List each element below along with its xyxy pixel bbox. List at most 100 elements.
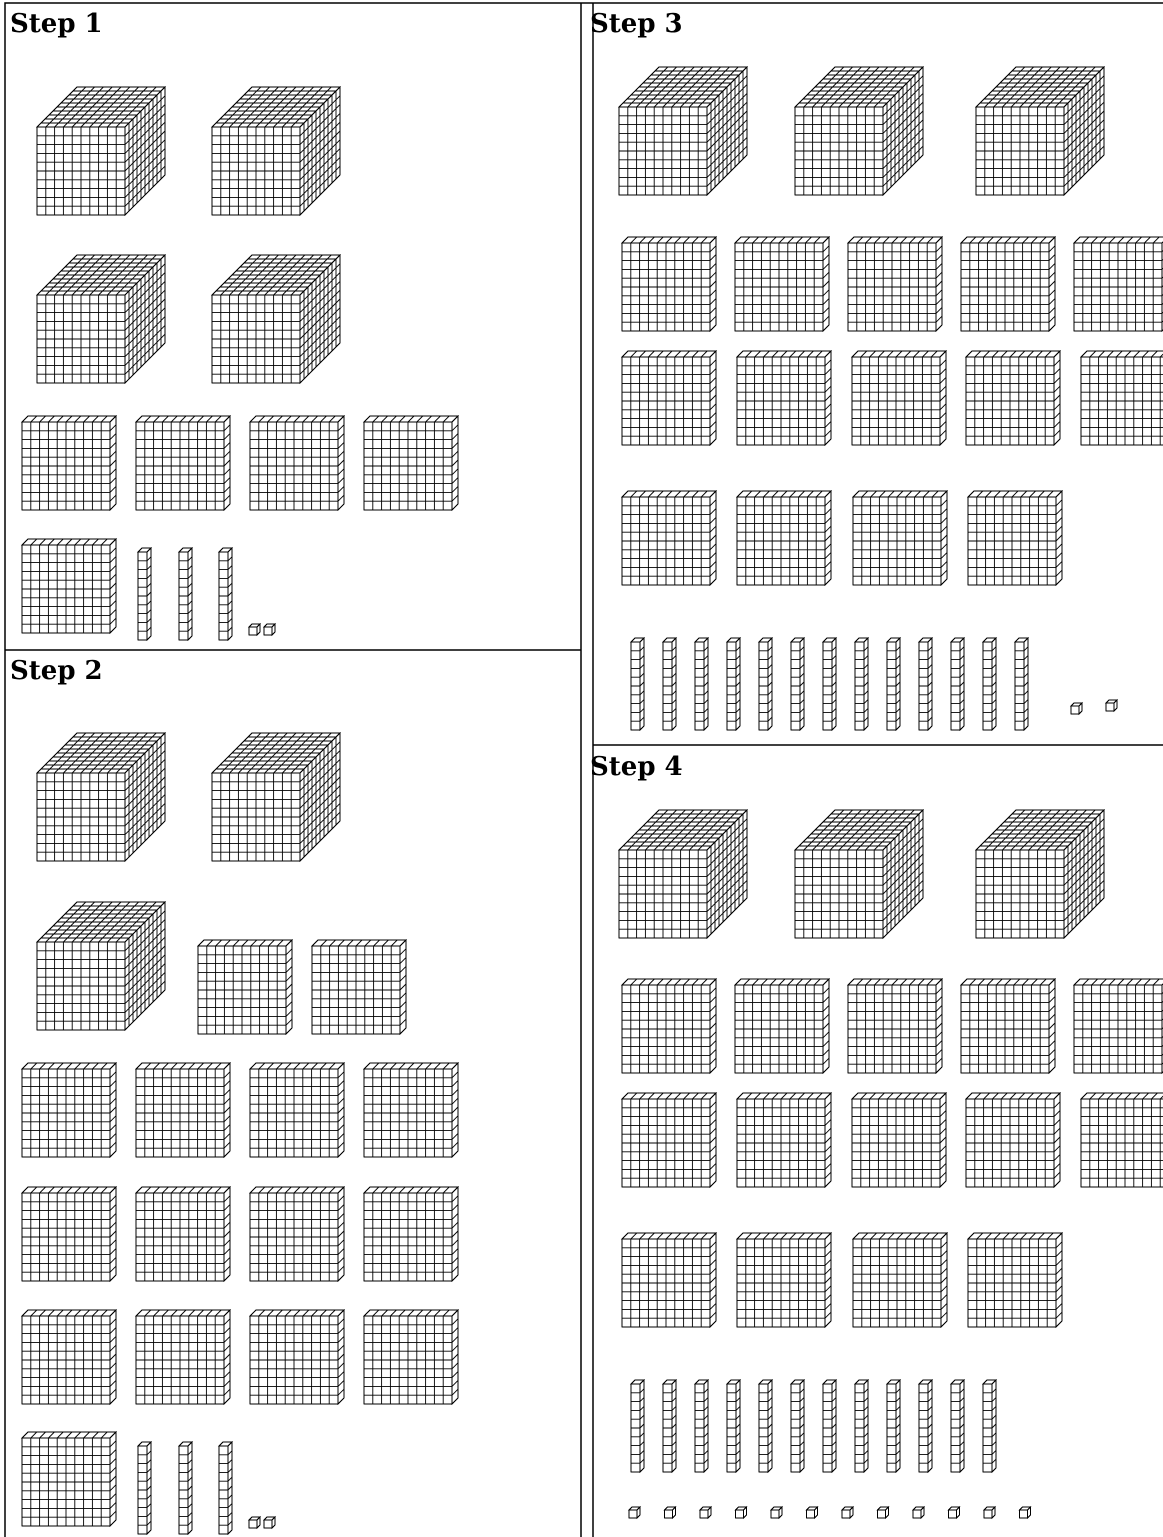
hundred-flat [136,1187,230,1281]
one-unit [736,1507,747,1518]
hundred-flat [22,1187,116,1281]
thousand-cube [37,255,165,383]
one-unit [949,1507,960,1518]
hundred-flat [735,237,829,331]
thousand-cube [37,902,165,1030]
one-unit [913,1507,924,1518]
hundred-flat [136,1063,230,1157]
ten-rod [219,548,232,640]
hundred-flat [22,1432,116,1526]
hundred-flat [364,416,458,510]
ten-rod [695,1380,708,1472]
thousand-cube [212,733,340,861]
ten-rod [951,1380,964,1472]
ten-rod [695,638,708,730]
ten-rod [663,1380,676,1472]
thousand-cube [212,255,340,383]
hundred-flat [961,979,1055,1073]
hundred-flat [22,539,116,633]
hundred-flat [737,1233,831,1327]
ten-rod [855,638,868,730]
hundred-flat [852,351,946,445]
ten-rod [631,638,644,730]
hundred-flat [136,1310,230,1404]
one-unit [1020,1507,1031,1518]
one-unit [1106,700,1117,711]
ten-rod [951,638,964,730]
hundred-flat [364,1310,458,1404]
hundred-flat [622,351,716,445]
one-unit [264,624,275,635]
ten-rod [138,548,151,640]
hundred-flat [1074,237,1163,331]
thousand-cube [212,87,340,215]
hundred-flat [848,979,942,1073]
ten-rod [823,1380,836,1472]
hundred-flat [735,979,829,1073]
one-unit [984,1507,995,1518]
one-unit [249,1517,260,1528]
hundred-flat [250,416,344,510]
ten-rod [919,638,932,730]
hundred-flat [961,237,1055,331]
ten-rod [727,1380,740,1472]
hundred-flat [22,1063,116,1157]
one-unit [842,1507,853,1518]
ten-rod [727,638,740,730]
ten-rod [663,638,676,730]
left-blocks [22,87,458,1534]
ten-rod [887,638,900,730]
one-unit [264,1517,275,1528]
hundred-flat [1074,979,1163,1073]
one-unit [1071,703,1082,714]
one-unit [807,1507,818,1518]
hundred-flat [852,1093,946,1187]
ten-rod [179,1442,192,1534]
one-unit [878,1507,889,1518]
hundred-flat [968,491,1062,585]
hundred-flat [1081,351,1163,445]
thousand-cube [619,810,747,938]
ten-rod [219,1442,232,1534]
thousand-cube [976,67,1104,195]
ten-rod [791,638,804,730]
ten-rod [759,638,772,730]
thousand-cube [619,67,747,195]
hundred-flat [622,979,716,1073]
hundred-flat [968,1233,1062,1327]
hundred-flat [737,351,831,445]
hundred-flat [848,237,942,331]
hundred-flat [853,491,947,585]
one-unit [700,1507,711,1518]
thousand-cube [37,87,165,215]
hundred-flat [737,491,831,585]
hundred-flat [737,1093,831,1187]
hundred-flat [622,1233,716,1327]
ten-rod [1015,638,1028,730]
hundred-flat [364,1187,458,1281]
ten-rod [179,548,192,640]
hundred-flat [250,1187,344,1281]
thousand-cube [976,810,1104,938]
hundred-flat [364,1063,458,1157]
ten-rod [631,1380,644,1472]
ten-rod [791,1380,804,1472]
hundred-flat [22,416,116,510]
right-blocks [619,67,1163,1518]
ten-rod [759,1380,772,1472]
hundred-flat [1081,1093,1163,1187]
ten-rod [983,638,996,730]
thousand-cube [795,810,923,938]
ten-rod [983,1380,996,1472]
ten-rod [887,1380,900,1472]
ten-rod [919,1380,932,1472]
hundred-flat [966,1093,1060,1187]
ten-rod [823,638,836,730]
hundred-flat [312,940,406,1034]
hundred-flat [22,1310,116,1404]
one-unit [249,624,260,635]
thousand-cube [795,67,923,195]
hundred-flat [198,940,292,1034]
one-unit [629,1507,640,1518]
